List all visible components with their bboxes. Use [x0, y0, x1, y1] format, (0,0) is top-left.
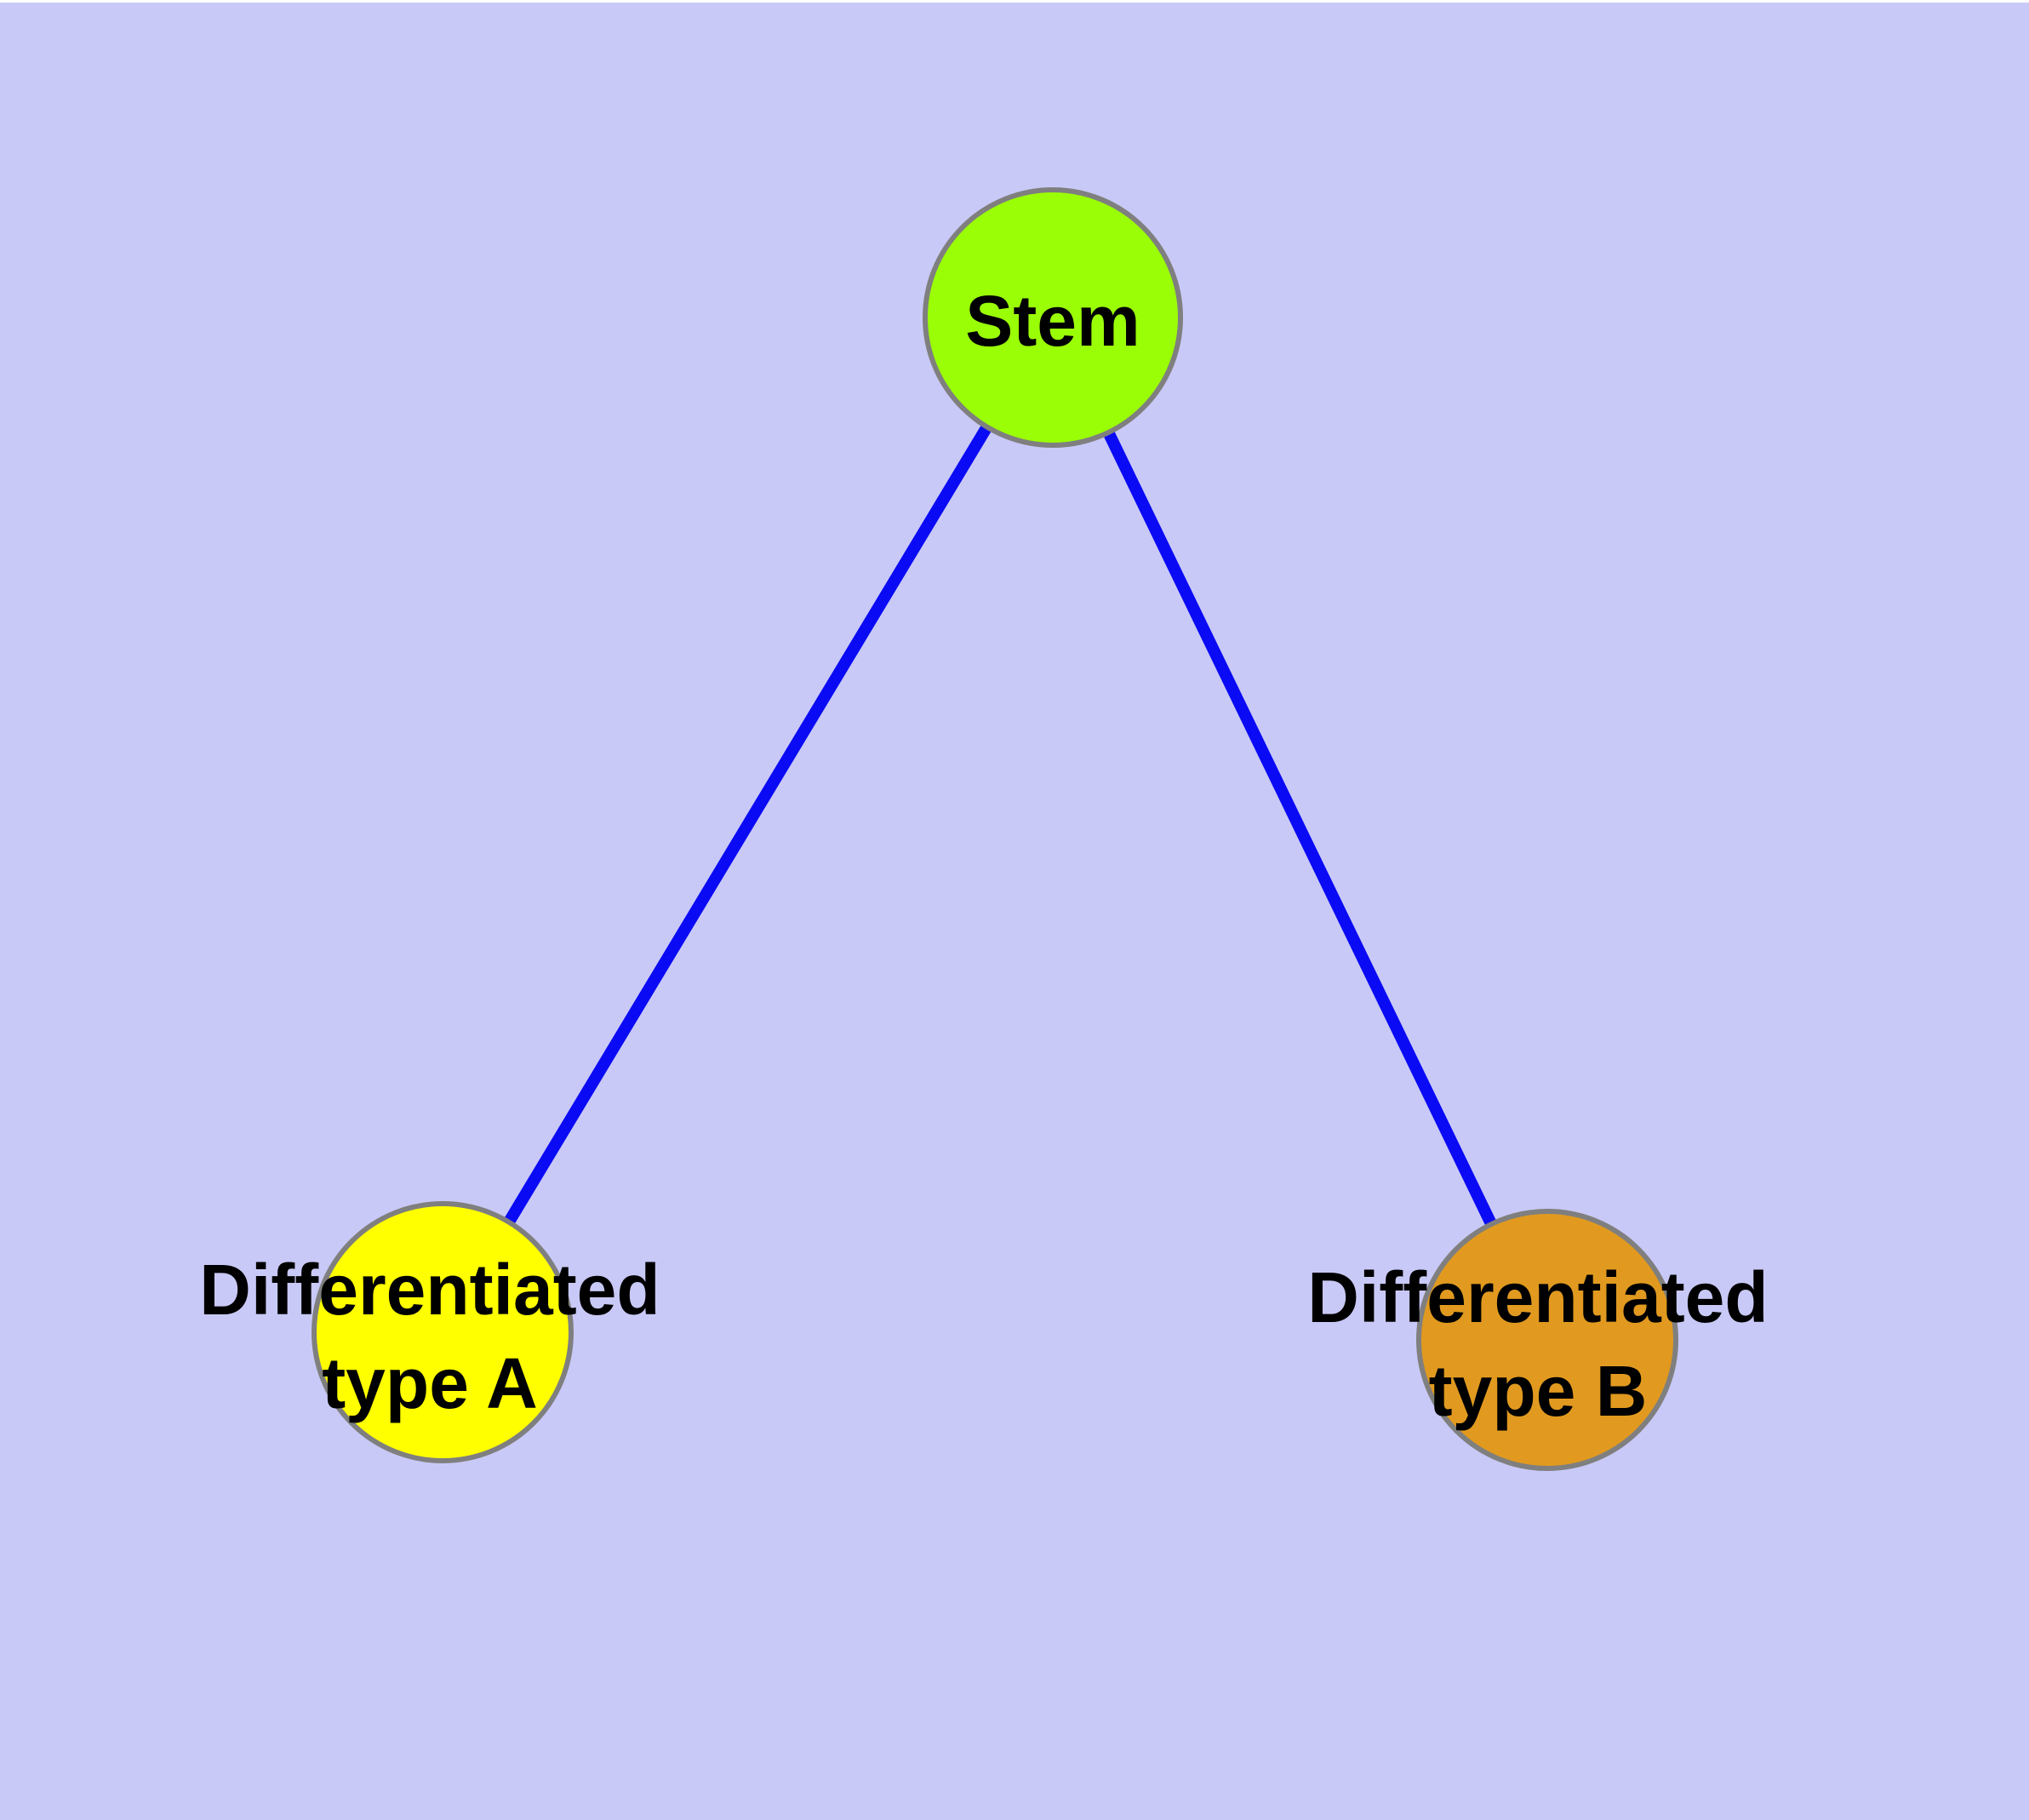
node-type-a-circle[interactable] — [311, 1201, 574, 1463]
window-top-edge — [0, 0, 2029, 3]
node-type-a-label-line1: Differentiated — [199, 1250, 660, 1330]
node-stem[interactable]: Stem — [923, 187, 1183, 448]
edge-stem-to-type-a — [437, 314, 1058, 1336]
node-type-b-circle[interactable] — [1416, 1209, 1678, 1471]
node-differentiated-type-a[interactable]: Differentiated type A — [199, 1201, 660, 1463]
node-type-b-label-line1: Differentiated — [1307, 1257, 1768, 1337]
node-stem-label: Stem — [965, 281, 1140, 361]
node-type-b-label-line2: type B — [1429, 1351, 1648, 1431]
node-stem-circle[interactable] — [923, 187, 1183, 448]
node-type-a-label-line2: type A — [322, 1343, 538, 1423]
node-differentiated-type-b[interactable]: Differentiated type B — [1307, 1209, 1769, 1471]
edges — [437, 314, 1553, 1343]
edge-stem-to-type-b — [1047, 314, 1553, 1343]
